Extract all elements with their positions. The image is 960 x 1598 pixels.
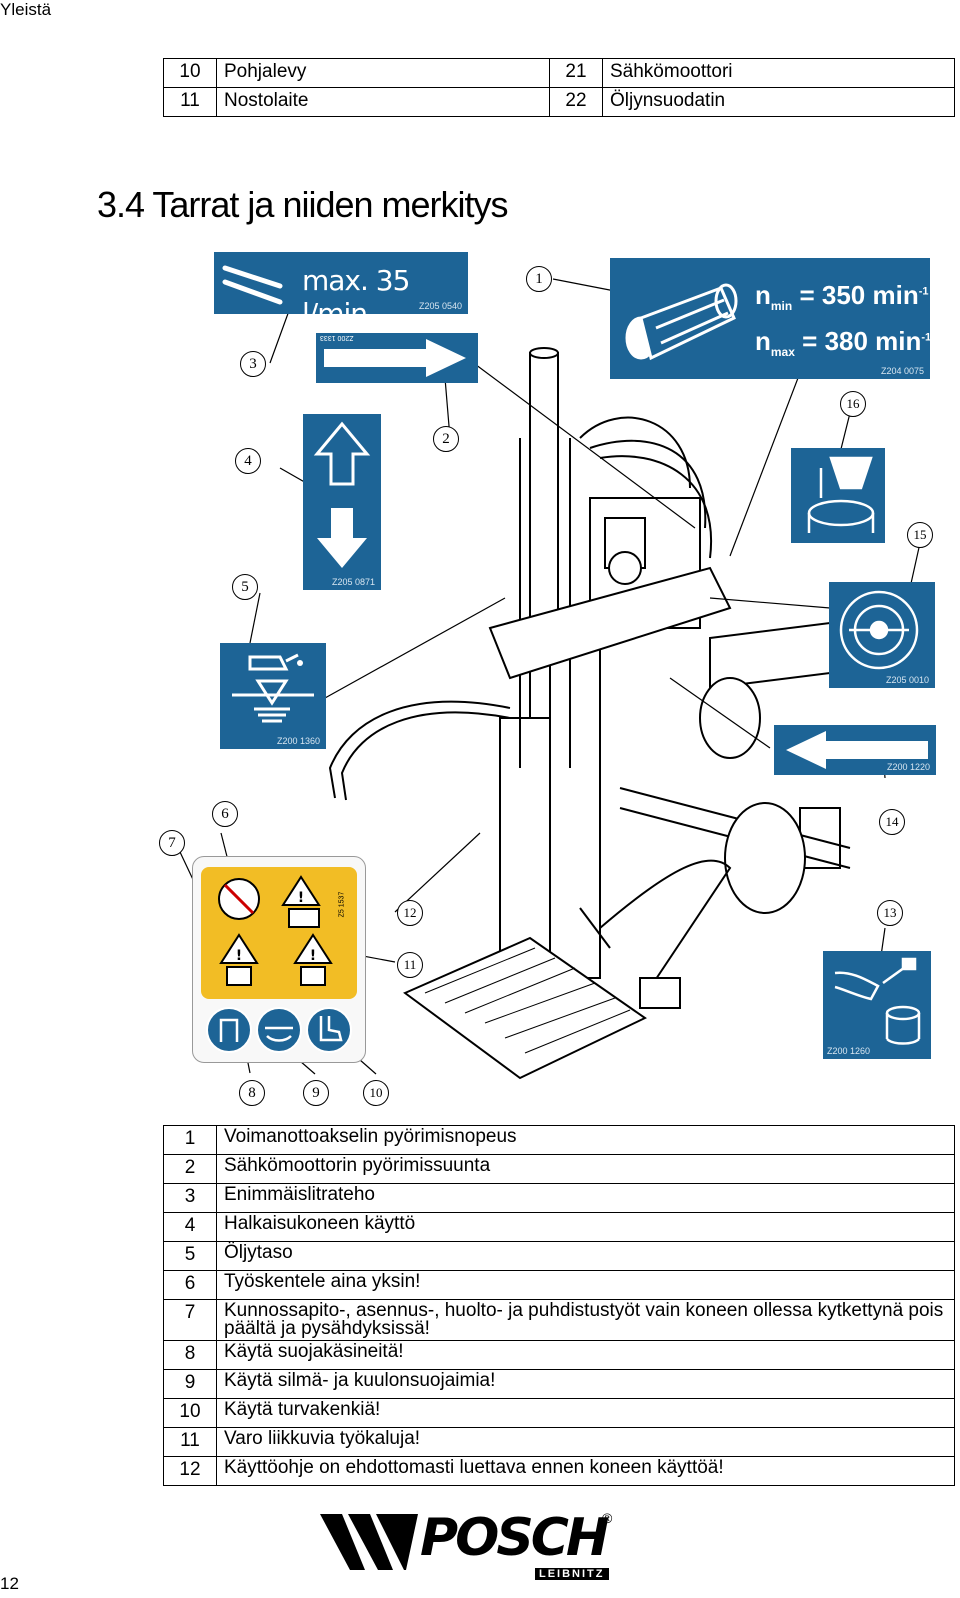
posch-logo: POSCH ® LEIBNITZ bbox=[320, 1508, 620, 1595]
splitting-wedge-icon bbox=[807, 456, 875, 533]
part-name: Sähkömoottori bbox=[602, 58, 955, 88]
part-number: 10 bbox=[163, 58, 217, 88]
registered-mark: ® bbox=[602, 1510, 613, 1526]
hose-connector-icon bbox=[222, 265, 283, 305]
callout-10: 10 bbox=[363, 1080, 389, 1106]
flow-rate-text: max. 35 l/min bbox=[302, 264, 410, 330]
part-number: 11 bbox=[163, 87, 217, 117]
speed-min-line: nmin = 350 min-1 bbox=[755, 280, 929, 314]
callout-13: 13 bbox=[877, 900, 903, 926]
decal-code: Z205 0010 bbox=[885, 675, 929, 685]
decal-code: Z200 1260 bbox=[827, 1046, 871, 1056]
motor-icon bbox=[839, 590, 919, 670]
callout-11: 11 bbox=[397, 952, 423, 978]
brand-name: POSCH bbox=[420, 1508, 609, 1568]
section-title: 3.4 Tarrat ja niiden merkitys bbox=[97, 184, 509, 225]
decal-code: Z205 0540 bbox=[418, 301, 462, 311]
decal-oil-level: Z200 1360 bbox=[220, 643, 326, 749]
callout-3: 3 bbox=[240, 351, 266, 377]
part-number: 22 bbox=[549, 87, 603, 117]
log-splitter-illustration bbox=[179, 278, 921, 1080]
decal-wedge bbox=[791, 448, 885, 543]
decal-code: Z204 0075 bbox=[880, 366, 924, 376]
svg-text:!: ! bbox=[310, 948, 316, 964]
brand-subtitle: LEIBNITZ bbox=[535, 1568, 609, 1580]
pto-shaft-icon bbox=[625, 283, 738, 361]
callout-5: 5 bbox=[232, 574, 258, 600]
ppe-icons bbox=[206, 1007, 352, 1053]
decal-splitter-operation: Z205 0871 bbox=[303, 414, 381, 590]
decal-safety: ! ! ! Z5 1537 bbox=[192, 856, 366, 1063]
callout-4: 4 bbox=[235, 448, 261, 474]
speed-max-line: nmax = 380 min-1 bbox=[755, 326, 932, 360]
warning-symbols-icon: ! ! ! bbox=[218, 875, 333, 986]
posch-logo-mark-icon bbox=[320, 1514, 418, 1570]
callout-16: 16 bbox=[840, 391, 866, 417]
section-header-label: Yleistä bbox=[0, 0, 52, 19]
part-number: 21 bbox=[549, 58, 603, 88]
callout-15: 15 bbox=[907, 522, 933, 548]
oil-level-icon bbox=[232, 653, 314, 723]
svg-text:!: ! bbox=[298, 890, 304, 906]
decal-code: Z5 1537 bbox=[338, 891, 346, 918]
parts-table: 10 Pohjalevy 21 Sähkömoottori 11 Nostola… bbox=[163, 58, 955, 117]
decal-flow-rate: max. 35 l/min Z205 0540 bbox=[214, 252, 468, 330]
callout-2: 2 bbox=[433, 426, 459, 452]
callout-12: 12 bbox=[397, 900, 423, 926]
part-name: Pohjalevy bbox=[216, 58, 550, 88]
decal-code: Z200 1220 bbox=[886, 762, 930, 772]
callout-7: 7 bbox=[159, 830, 185, 856]
page-number: 12 bbox=[0, 1574, 19, 1593]
decal-figure: max. 35 l/min Z205 0540 Z200 1333 nmin =… bbox=[150, 248, 950, 1123]
safety-warning-panel: ! ! ! Z5 1537 bbox=[201, 867, 357, 999]
svg-text:!: ! bbox=[236, 948, 242, 964]
decal-electric-motor: Z205 0010 bbox=[829, 582, 935, 688]
decal-code: Z205 0871 bbox=[331, 577, 375, 587]
up-down-arrows-icon bbox=[313, 421, 371, 568]
decal-direction-arrow: Z200 1220 bbox=[774, 725, 936, 775]
callout-6: 6 bbox=[212, 801, 238, 827]
part-name: Nostolaite bbox=[216, 87, 550, 117]
grease-icon bbox=[834, 957, 921, 1045]
decal-lubrication: Z200 1260 bbox=[823, 951, 931, 1059]
decal-code: Z200 1360 bbox=[276, 736, 320, 746]
table-row: 10 Pohjalevy 21 Sähkömoottori bbox=[163, 58, 955, 88]
callout-1: 1 bbox=[526, 266, 552, 292]
callout-14: 14 bbox=[879, 809, 905, 835]
callout-9: 9 bbox=[303, 1080, 329, 1106]
arrow-left-icon bbox=[786, 731, 928, 769]
part-name: Öljynsuodatin bbox=[602, 87, 955, 117]
decal-motor-rotation: Z200 1333 bbox=[316, 333, 478, 383]
callout-8: 8 bbox=[239, 1080, 265, 1106]
table-row: 11 Nostolaite 22 Öljynsuodatin bbox=[163, 87, 955, 117]
decal-pto-speed: nmin = 350 min-1 nmax = 380 min-1 Z204 0… bbox=[610, 258, 932, 379]
decal-code: Z200 1333 bbox=[320, 334, 354, 341]
arrow-right-icon bbox=[324, 339, 466, 377]
